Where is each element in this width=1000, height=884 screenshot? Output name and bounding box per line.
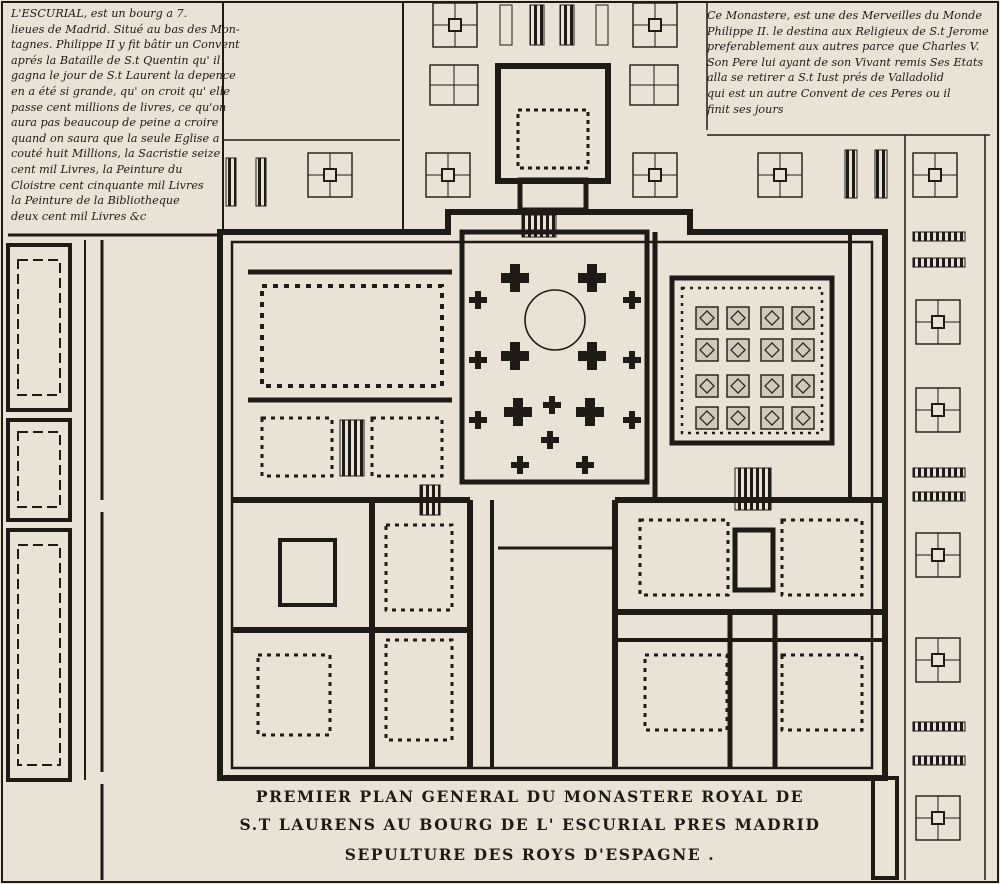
north-gardens <box>225 2 958 207</box>
note-line: L'ESCURIAL, est un bourg a 7. <box>11 7 188 20</box>
note-line: Son Pere lui ayant de son Vivant remis S… <box>707 55 984 69</box>
right-description-note: Ce Monastere, est une des Merveilles du … <box>707 8 989 117</box>
note-line: tagnes. Philippe II y fit bâtir un Conve… <box>11 38 240 52</box>
note-line: cent mil Livres, la Peinture du <box>11 162 183 176</box>
note-line: aprés la Bataille de S.t Quentin qu' il <box>11 53 221 67</box>
note-line: lieues de Madrid. Situé au bas des Mon- <box>11 22 240 36</box>
note-line: aura pas beaucoup de peine a croire <box>11 116 219 130</box>
basilica-pillars <box>469 264 641 474</box>
note-line: alla se retirer a S.t Iust prés de Valla… <box>707 71 944 85</box>
note-line: quand on saura que la seule Eglise a <box>11 131 220 145</box>
note-line: preferablement aux autres parce que Char… <box>707 40 980 54</box>
note-line: qui est un autre Convent de ces Peres ou… <box>707 86 951 100</box>
east-gardens <box>904 135 986 880</box>
note-line: la Peinture de la Bibliotheque <box>11 194 180 208</box>
monastery-main-block <box>217 209 888 781</box>
note-line: en a été si grande, qu' on croit qu' ell… <box>11 84 230 98</box>
note-line: finit ses jours <box>707 102 784 116</box>
plan-title-line-2: S.T LAURENS AU BOURG DE L' ESCURIAL PRES… <box>239 815 821 834</box>
stairs <box>339 214 772 516</box>
west-outbuildings <box>6 233 220 880</box>
note-line: Ce Monastere, est une des Merveilles du … <box>707 9 982 22</box>
note-line: Philippe II. le destina aux Religieux de… <box>707 24 989 38</box>
note-line: deux cent mil Livres &c <box>11 209 147 223</box>
plan-title-line-3: SEPULTURE DES ROYS D'ESPAGNE . <box>344 845 716 864</box>
great-cloister-garden <box>695 306 815 430</box>
note-line: couté huit Millions, la Sacristie seize <box>11 147 221 161</box>
left-description-note: L'ESCURIAL, est un bourg a 7. lieues de … <box>11 6 240 224</box>
note-line: gagna le jour de S.t Laurent la depence <box>11 69 236 83</box>
plan-title-line-1: PREMIER PLAN GENERAL DU MONASTERE ROYAL … <box>255 787 805 806</box>
note-line: Cloistre cent cinquante mil Livres <box>11 178 204 192</box>
note-line: passe cent millions de livres, ce qu'on <box>11 100 227 114</box>
royal-apartments <box>495 63 611 213</box>
